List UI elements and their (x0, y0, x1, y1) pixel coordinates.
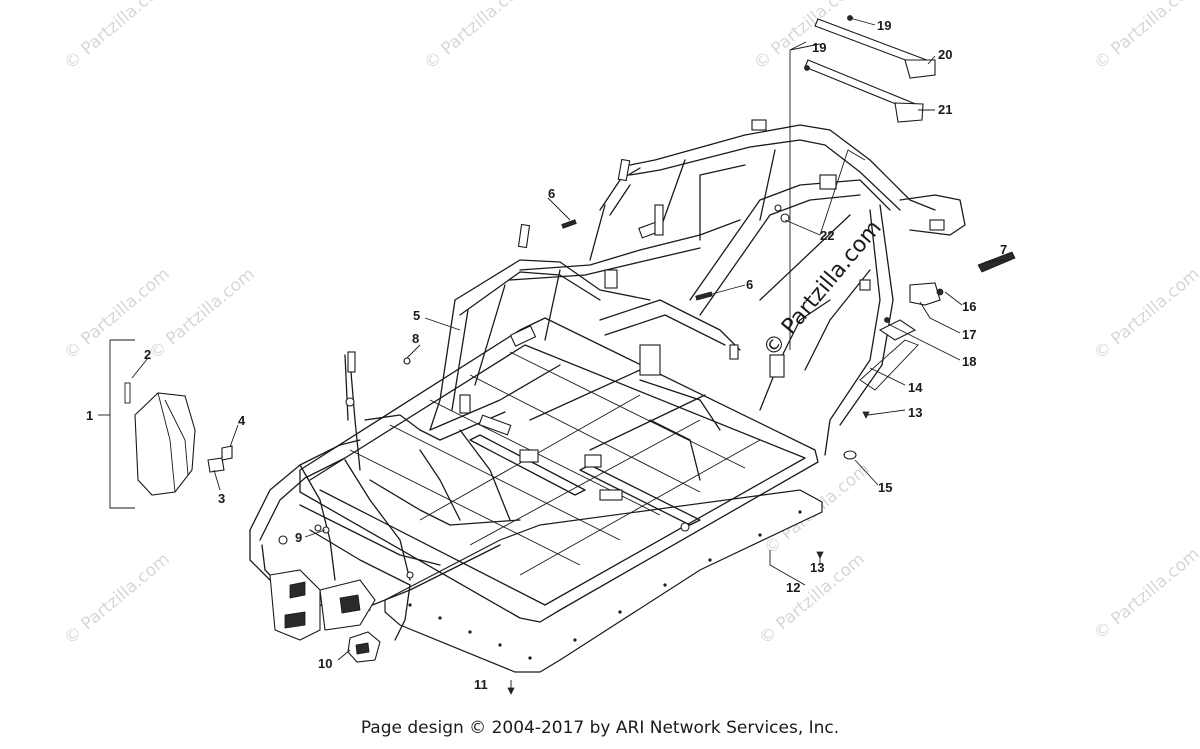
callout-3: 3 (218, 491, 225, 506)
callout-4: 4 (238, 413, 246, 428)
callout-13: 13 (908, 405, 922, 420)
callout-9: 9 (295, 530, 302, 545)
callout-10: 10 (318, 656, 332, 671)
callout-2: 2 (144, 347, 151, 362)
leader-lines (98, 17, 1006, 694)
callout-8: 8 (412, 331, 419, 346)
callout-13: 13 (810, 560, 824, 575)
skid-plate-panel (384, 489, 823, 673)
callout-7: 7 (1000, 242, 1007, 257)
callout-1: 1 (86, 408, 93, 423)
chassis-frame (249, 124, 966, 641)
watermark: © Partzilla.com (60, 549, 173, 649)
callout-6: 6 (548, 186, 555, 201)
callout-22: 22 (820, 228, 834, 243)
callout-19: 19 (812, 40, 826, 55)
callout-17: 17 (962, 327, 976, 342)
watermark: © Partzilla.com (60, 0, 173, 74)
skid-plate-holes (408, 510, 802, 660)
copyright-footer: Page design © 2004-2017 by ARI Network S… (360, 718, 840, 738)
callout-19: 19 (877, 18, 891, 33)
hardware (278, 15, 1016, 695)
callouts: 19 19 20 21 22 6 6 7 16 17 18 14 13 15 1… (86, 18, 1007, 692)
callout-20: 20 (938, 47, 952, 62)
callout-16: 16 (962, 299, 976, 314)
callout-18: 18 (962, 354, 976, 369)
cover-assembly (124, 382, 233, 496)
watermark: © Partzilla.com (1090, 544, 1200, 644)
callout-11: 11 (474, 677, 488, 692)
callout-6: 6 (746, 277, 753, 292)
callout-5: 5 (413, 308, 420, 323)
watermark: © Partzilla.com (1090, 264, 1200, 364)
callout-15: 15 (878, 480, 892, 495)
callout-14: 14 (908, 380, 923, 395)
callout-12: 12 (786, 580, 800, 595)
watermark: © Partzilla.com (1090, 0, 1200, 74)
watermark: © Partzilla.com (420, 0, 533, 74)
callout-21: 21 (938, 102, 952, 117)
